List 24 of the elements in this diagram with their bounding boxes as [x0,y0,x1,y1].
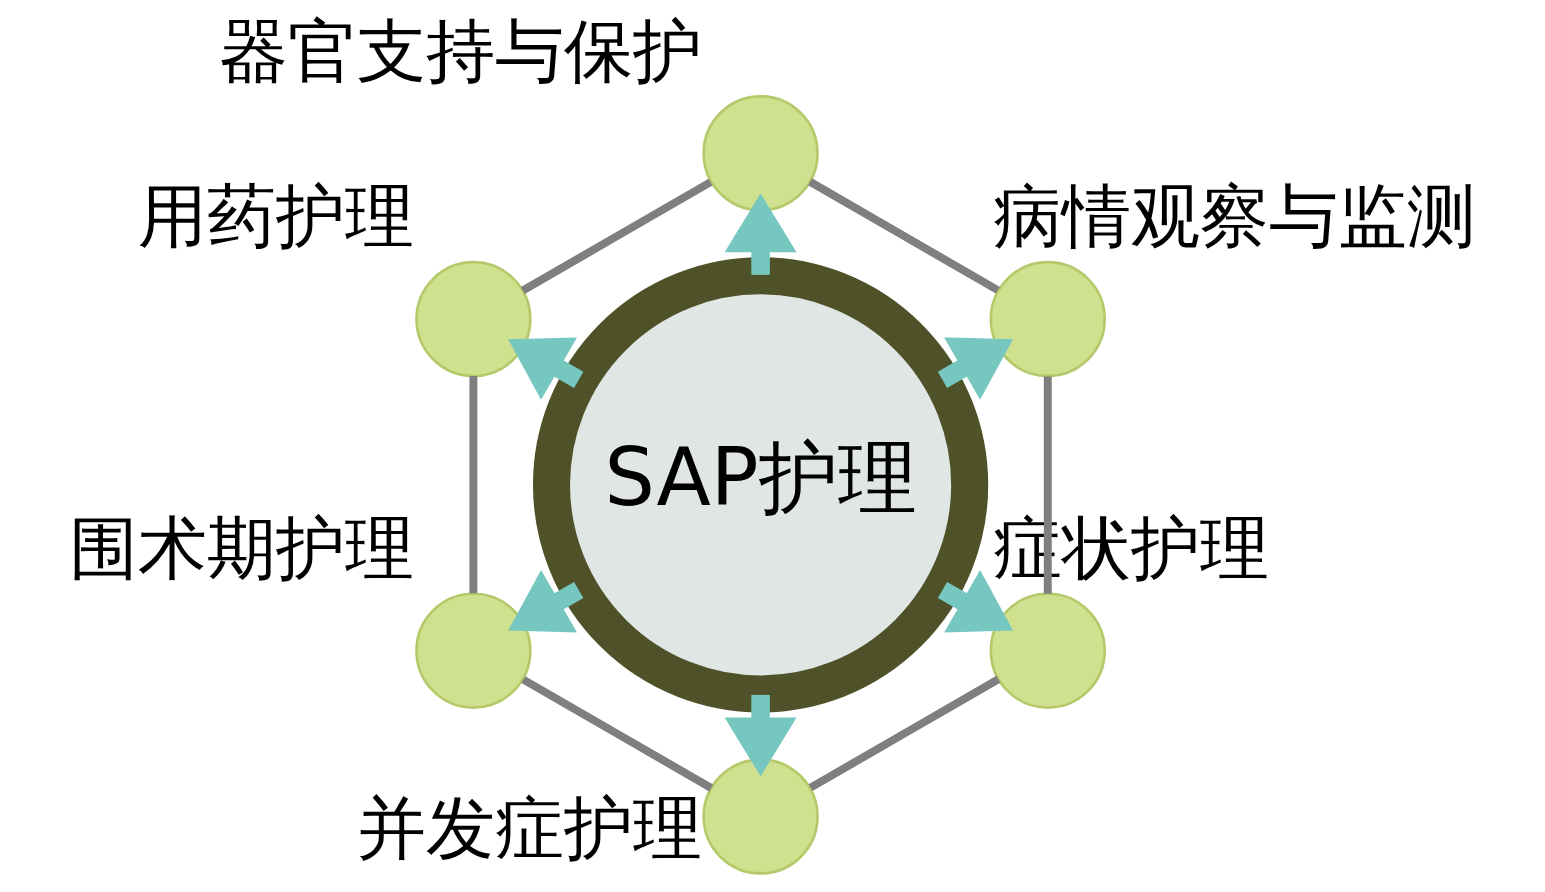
connector [808,675,1001,791]
connector [521,675,714,791]
node-circle [415,260,532,377]
connector [520,178,713,294]
node-circle: SAP护理 [532,256,989,712]
connector [1043,375,1052,594]
node-label: 用药护理 [138,175,415,256]
node-circle [415,591,532,709]
node-label: 器官支持与保护 [218,10,702,91]
node-circle [702,94,819,211]
arrow [724,694,797,776]
node-circle [989,260,1106,377]
arrow [724,192,797,275]
node-label: 并发症护理 [356,787,702,868]
node-label: 围术期护理 [69,507,415,588]
arrow [508,569,584,632]
arrow [937,569,1013,632]
connector [808,177,1000,294]
node-label: 病情观察与监测 [992,175,1476,256]
arrow [937,336,1013,400]
node-circle [989,591,1106,709]
connector [469,375,478,593]
arrow [508,336,584,400]
node-circle [702,757,819,875]
